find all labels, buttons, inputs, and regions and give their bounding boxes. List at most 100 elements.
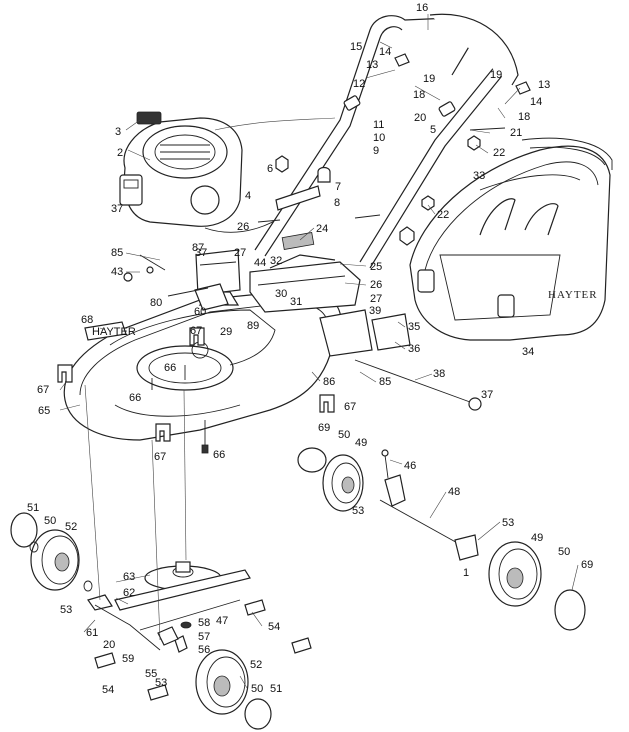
callout-label: 67 [344, 401, 356, 413]
callout-label: 56 [198, 644, 210, 656]
callout-label: 52 [250, 659, 262, 671]
callout-label: 8 [334, 197, 340, 209]
callout-label: 4 [245, 190, 251, 202]
callout-label: 20 [414, 112, 426, 124]
engine-decal-icon [136, 111, 162, 125]
callout-label: 53 [60, 604, 72, 616]
decal: HAYTER [84, 321, 136, 341]
callout-label: 3 [115, 126, 121, 138]
callout-label: 59 [122, 653, 134, 665]
callout-label: 80 [150, 297, 162, 309]
callout-label: 14 [530, 96, 542, 108]
callout-label: 50 [338, 429, 350, 441]
callout-label: 60 [194, 306, 206, 318]
engine [119, 111, 336, 227]
rear-chute [249, 254, 411, 357]
callout-label: 54 [268, 621, 280, 633]
callout-label: 69 [318, 422, 330, 434]
callout-label: 54 [102, 684, 114, 696]
mower-deck [63, 289, 342, 441]
grass-box: HAYTER [409, 137, 613, 341]
clips [57, 327, 335, 442]
callout-label: 13 [366, 59, 378, 71]
callout-label: 32 [270, 255, 282, 267]
bolts [151, 365, 209, 454]
callout-label: 58 [198, 617, 210, 629]
callout-label: 67 [190, 325, 202, 337]
handle-assembly [254, 13, 531, 269]
callout-label: 61 [86, 627, 98, 639]
callout-label: 66 [213, 449, 225, 461]
front-axle-assembly [379, 449, 479, 561]
callout-label: 10 [373, 132, 385, 144]
callout-label: 86 [323, 376, 335, 388]
wheels [10, 447, 586, 730]
callout-label: 36 [408, 343, 420, 355]
callout-label: 50 [558, 546, 570, 558]
callout-label: 49 [531, 532, 543, 544]
callout-label: 68 [81, 314, 93, 326]
callout-label: 38 [433, 368, 445, 380]
callout-label: 53 [155, 677, 167, 689]
callout-label: 11 [373, 119, 384, 131]
callout-label: 39 [369, 305, 381, 317]
callout-label: 62 [123, 587, 135, 599]
callout-label: 89 [247, 320, 259, 332]
callout-label: 44 [254, 257, 266, 269]
callout-label: 43 [111, 266, 123, 278]
grass-box-brand: HAYTER [548, 289, 598, 301]
callout-label: 85 [111, 247, 123, 259]
callout-label: 13 [538, 79, 550, 91]
callout-label: 53 [502, 517, 514, 529]
callout-label: 52 [65, 521, 77, 533]
callout-label: 22 [437, 209, 449, 221]
callout-label: 2 [117, 147, 123, 159]
callout-label: 67 [154, 451, 166, 463]
callout-label: 31 [290, 296, 302, 308]
callout-label: 20 [103, 639, 115, 651]
callout-labels: 1 2 3 4 5 6 7 8 9 10 11 12 13 13 14 14 1… [27, 2, 593, 696]
callout-label: 48 [448, 486, 460, 498]
callout-label: 5 [430, 124, 436, 136]
decal-brand: HAYTER [92, 326, 136, 338]
callout-label: 9 [373, 145, 379, 157]
callout-label: 22 [493, 147, 505, 159]
callout-label: 33 [473, 170, 485, 182]
callout-label: 34 [522, 346, 534, 358]
callout-label: 19 [490, 69, 502, 81]
callout-label: 18 [518, 111, 530, 123]
callout-label: 27 [370, 293, 382, 305]
callout-label: 26 [237, 221, 249, 233]
height-adjusters [123, 249, 241, 311]
callout-label: 47 [216, 615, 228, 627]
callout-label: 25 [370, 261, 382, 273]
callout-label: 49 [355, 437, 367, 449]
callout-label: 1 [463, 567, 469, 579]
callout-label: 55 [145, 668, 157, 680]
leader-lines [59, 14, 579, 689]
callout-label: 50 [251, 683, 263, 695]
callout-label: 27 [234, 247, 246, 259]
callout-label: 37 [195, 247, 207, 259]
callout-label: 87 [192, 242, 204, 254]
pivots [94, 599, 312, 701]
callout-label: 6 [267, 163, 273, 175]
callout-label: 50 [44, 515, 56, 527]
callout-label: 67 [37, 384, 49, 396]
callout-label: 30 [275, 288, 287, 300]
callout-label: 57 [198, 631, 210, 643]
callout-label: 14 [379, 46, 391, 58]
callout-label: 29 [220, 326, 232, 338]
callout-label: 63 [123, 571, 135, 583]
callout-label: 37 [111, 203, 123, 215]
callout-label: 15 [350, 41, 362, 53]
callout-label: 7 [335, 181, 341, 193]
callout-label: 26 [370, 279, 382, 291]
callout-label: 16 [416, 2, 428, 14]
callout-label: 66 [129, 392, 141, 404]
callout-label: 46 [404, 460, 416, 472]
linkage-rod [94, 604, 161, 651]
callout-label: 18 [413, 89, 425, 101]
